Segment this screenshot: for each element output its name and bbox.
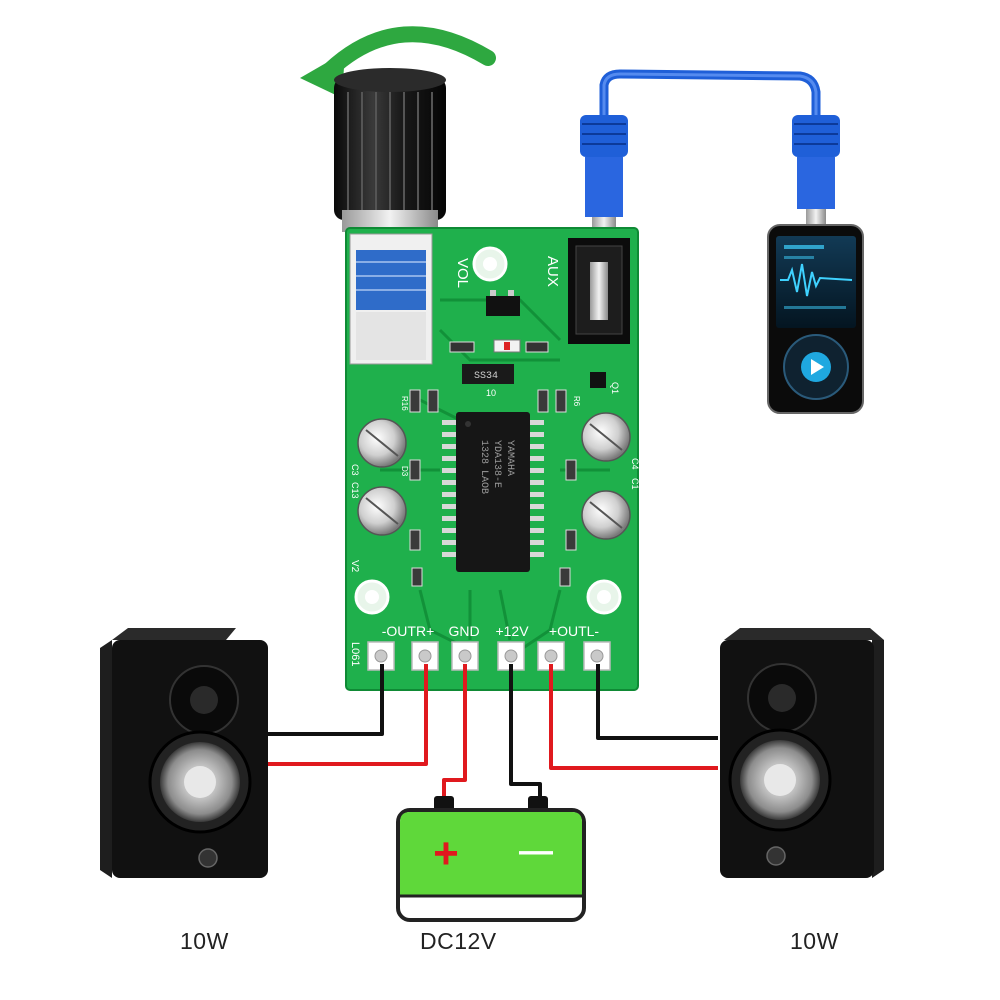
wire-left-negative	[266, 664, 384, 736]
knob-icon[interactable]	[334, 68, 446, 250]
speaker-icon	[720, 628, 884, 878]
mounting-hole	[354, 579, 390, 615]
pin-label-12v: +12V	[495, 623, 529, 639]
smd-transistor	[486, 290, 520, 316]
aux-cable	[580, 69, 840, 239]
rotate-arrow-icon	[300, 26, 496, 98]
svg-text:C1: C1	[630, 478, 640, 490]
smd-resistors	[409, 389, 577, 587]
pin-label-outl: +OUTL-	[549, 623, 600, 639]
battery-icon: + —	[396, 796, 586, 922]
svg-text:10: 10	[486, 388, 496, 398]
battery-plus-label: +	[433, 829, 459, 878]
diode: SS34	[462, 364, 514, 384]
svg-text:1328 LAOB: 1328 LAOB	[478, 440, 489, 494]
svg-text:C3: C3	[350, 464, 360, 476]
battery-minus-label: —	[519, 832, 553, 870]
capacitor	[357, 486, 407, 536]
aux-jack[interactable]	[568, 238, 630, 344]
svg-text:R6: R6	[572, 396, 581, 407]
caption-battery: DC12V	[420, 928, 497, 954]
svg-text:D3: D3	[400, 466, 409, 477]
wire-12v	[509, 664, 542, 802]
pin-label-outr: -OUTR+	[382, 623, 435, 639]
smd-led	[493, 339, 521, 353]
svg-text:YDA138-E: YDA138-E	[491, 440, 502, 488]
wires	[266, 664, 718, 802]
svg-text:SS34: SS34	[474, 371, 498, 382]
aux-label: AUX	[544, 256, 561, 287]
svg-text:Q1: Q1	[610, 382, 620, 394]
caption-right-speaker: 10W	[790, 928, 839, 954]
mounting-hole	[472, 246, 508, 282]
svg-text:C4: C4	[630, 458, 640, 470]
capacitor	[581, 412, 631, 462]
version-label: V2	[349, 560, 360, 573]
speaker-icon	[100, 628, 268, 878]
amplifier-chip: YAMAHA YDA138-E 1328 LAOB	[442, 412, 544, 572]
terminal-pad[interactable]	[497, 641, 525, 671]
capacitor	[357, 418, 407, 468]
amplifier-board: VOL AUX SS34 10 Q1	[345, 227, 640, 691]
wire-left-positive	[266, 664, 428, 766]
board-logo: L061	[349, 642, 361, 666]
wire-right-positive	[549, 664, 718, 770]
svg-text:C13: C13	[350, 482, 360, 499]
wire-right-negative	[596, 664, 718, 740]
wire-gnd	[442, 664, 467, 802]
mounting-hole	[586, 579, 622, 615]
caption-left-speaker: 10W	[180, 928, 229, 954]
capacitor	[581, 490, 631, 540]
pin-label-gnd: GND	[448, 623, 479, 639]
music-player-icon	[767, 224, 864, 414]
svg-text:YAMAHA: YAMAHA	[504, 440, 515, 476]
svg-text:R16: R16	[400, 396, 409, 411]
vol-label: VOL	[454, 258, 471, 288]
